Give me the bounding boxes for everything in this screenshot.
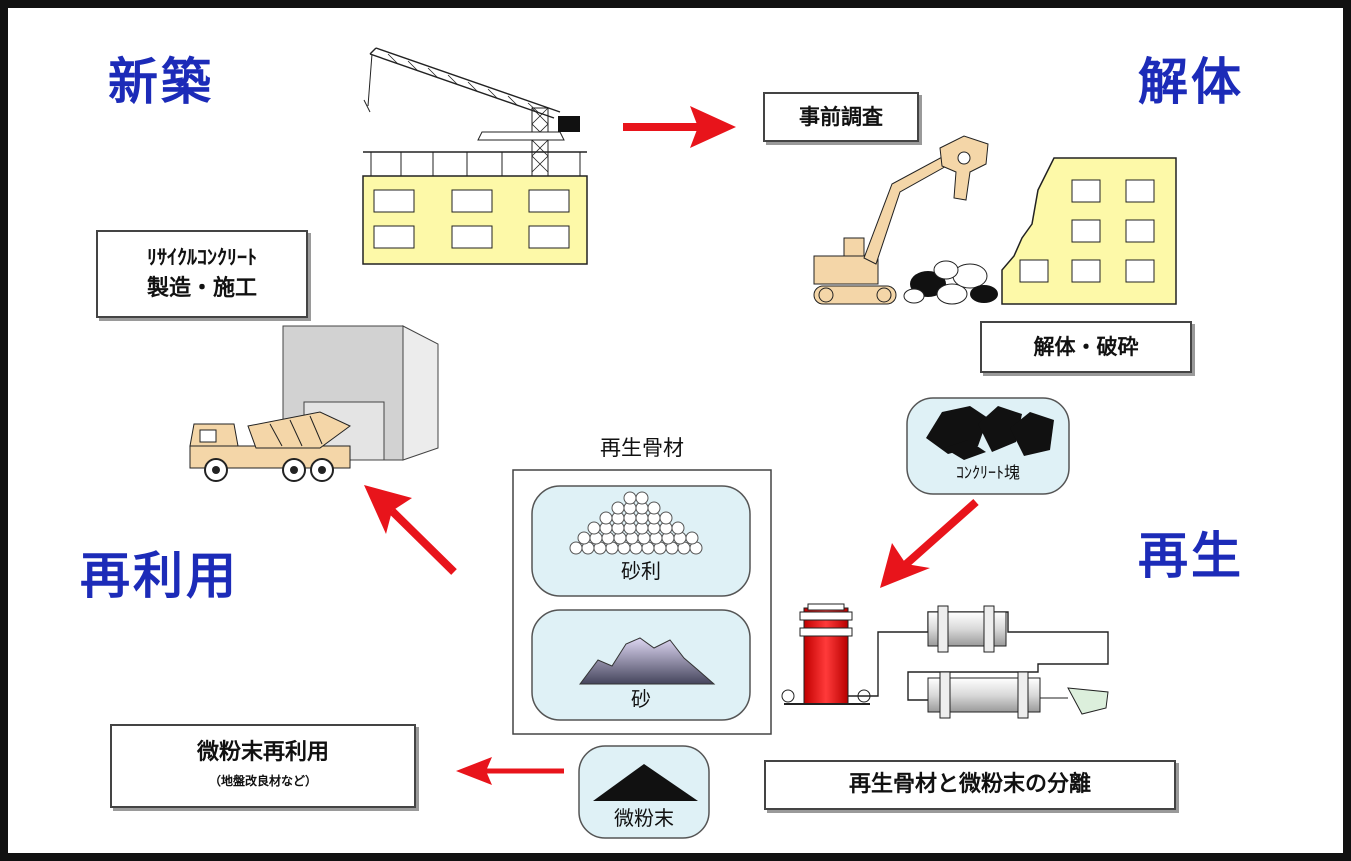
concrete-lumps-label: ｺﾝｸﾘｰﾄ塊 <box>955 463 1020 482</box>
new-building-illustration <box>362 47 588 265</box>
pre-survey-box: 事前調査 <box>763 92 919 142</box>
fine-powder-reuse-title: 微粉末再利用 <box>196 740 329 765</box>
fine-powder-label: 微粉末 <box>614 806 674 830</box>
crusher-machine-illustration <box>781 603 1109 719</box>
fine-powder-pile-icon <box>593 764 698 801</box>
demolish-crush-label: 解体・破砕 <box>1033 335 1139 359</box>
arrow-to-fine-powder-reuse <box>456 757 564 785</box>
gravel-pile-icon <box>569 491 703 555</box>
gravel-label: 砂利 <box>621 559 661 583</box>
separation-box: 再生骨材と微粉末の分離 <box>764 760 1176 810</box>
recycled-concrete-box: ﾘｻｲｸﾙｺﾝｸﾘｰﾄ 製造・施工 <box>96 230 308 318</box>
demolish-crush-box: 解体・破砕 <box>980 321 1192 373</box>
sand-label: 砂 <box>631 687 651 711</box>
recycled-concrete-subtitle: 製造・施工 <box>146 276 257 301</box>
arrow-to-crusher <box>880 499 979 588</box>
recycled-concrete-title: ﾘｻｲｸﾙｺﾝｸﾘｰﾄ <box>147 245 257 269</box>
diagram-artwork <box>189 47 1177 839</box>
phase-demolition: 解体 <box>1138 53 1244 111</box>
phase-new-build: 新築 <box>108 53 214 111</box>
concrete-lumps-icon <box>926 406 1054 460</box>
demolition-illustration <box>813 135 1177 305</box>
separation-label: 再生骨材と微粉末の分離 <box>848 772 1091 797</box>
sand-pile-icon <box>579 637 716 685</box>
fine-powder-reuse-box: 微粉末再利用 （地盤改良材など） <box>110 724 416 808</box>
recycled-aggregate-title: 再生骨材 <box>600 436 684 460</box>
phase-regeneration: 再生 <box>1138 527 1244 585</box>
fine-powder-reuse-note: （地盤改良材など） <box>208 774 317 788</box>
flow-arrows <box>364 106 979 785</box>
mixer-truck-illustration <box>189 325 439 482</box>
pre-survey-label: 事前調査 <box>799 105 883 129</box>
arrow-to-demolition <box>623 106 736 148</box>
arrow-to-reuse <box>364 485 457 575</box>
phase-reuse: 再利用 <box>80 547 239 605</box>
